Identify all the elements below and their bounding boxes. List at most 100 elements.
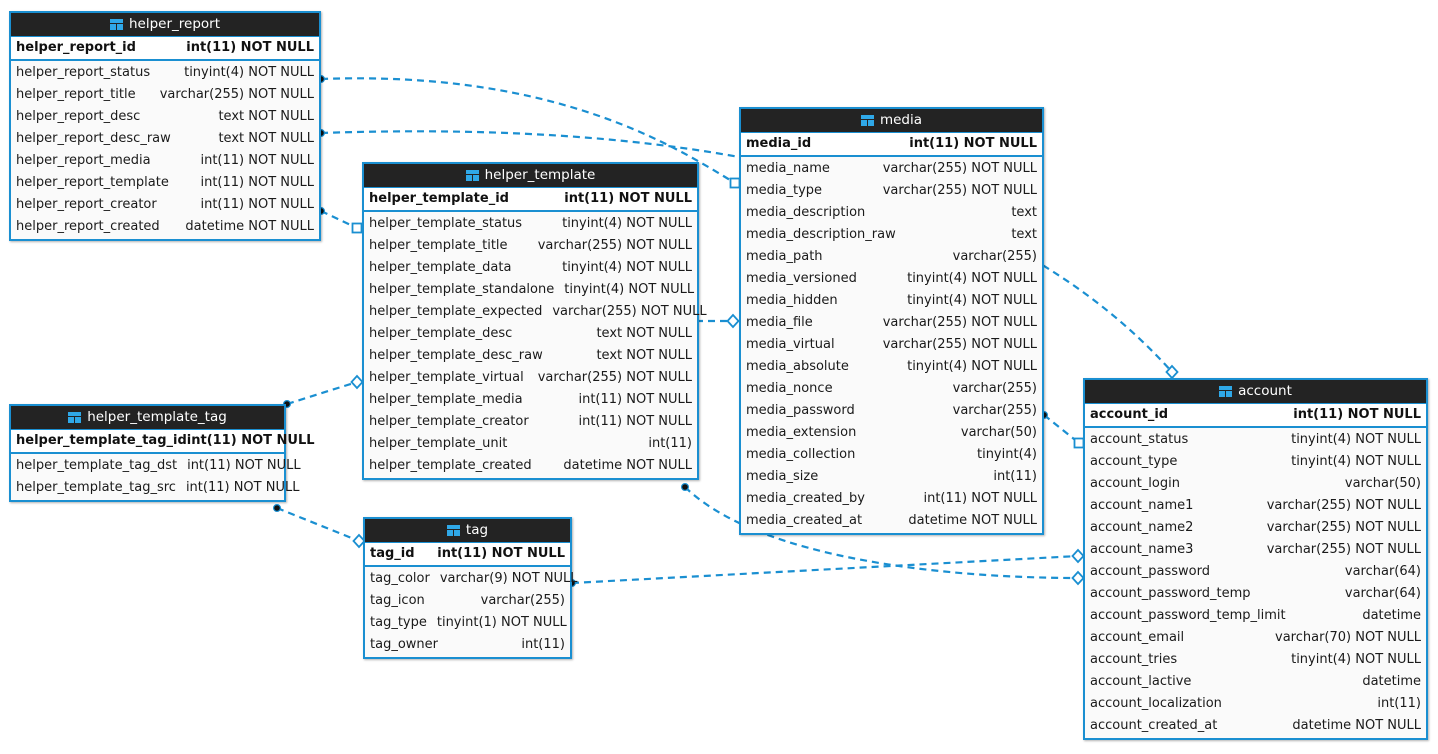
column-name: media_size [746,469,819,484]
relationship-rel-tag-color-account[interactable] [567,548,1085,587]
column-type: varchar(255) [480,593,565,608]
entity-header-helper_template_tag[interactable]: helper_template_tag [11,406,284,429]
column-name: account_password [1090,564,1211,579]
column-name: media_hidden [746,293,838,308]
relationship-rel-media-password-account[interactable] [1039,411,1085,449]
entity-header-helper_report[interactable]: helper_report [11,13,319,36]
column-type: tinyint(4) NOT NULL [907,271,1037,286]
relationship-rel-tpltag-template-virtual[interactable] [283,374,364,409]
entity-helper_template_tag[interactable]: helper_template_tag helper_template_tag_i… [9,404,315,502]
column-name: media_created_at [746,513,863,528]
column-name: account_tries [1090,652,1178,667]
entity-header-helper_template[interactable]: helper_template [364,164,697,187]
column-name: helper_template_unit [369,436,508,451]
relationship-rel-report-creator-template[interactable] [317,207,363,234]
table-icon [1219,386,1233,397]
column-name: media_absolute [746,359,849,374]
column-row[interactable]: media_created_at datetime NOT NULL [741,510,1042,532]
column-type: varchar(255) NOT NULL [537,238,692,253]
entity-title: tag [465,522,489,538]
column-name: helper_template_expected [369,304,543,319]
relationship-rel-tpltag-tag[interactable] [273,504,366,549]
entity-title: helper_template_tag [87,409,227,425]
column-type: datetime NOT NULL [908,513,1037,528]
entity-header-media[interactable]: media [741,109,1042,132]
column-type: int(11) NOT NULL [187,458,301,473]
column-type: tinyint(4) NOT NULL [184,65,314,80]
column-name: tag_type [370,615,427,630]
entity-header-tag[interactable]: tag [365,519,570,542]
entity-header-account[interactable]: account [1085,380,1426,403]
column-name: account_password_temp [1090,586,1251,601]
relationship-source-dot [680,483,689,492]
